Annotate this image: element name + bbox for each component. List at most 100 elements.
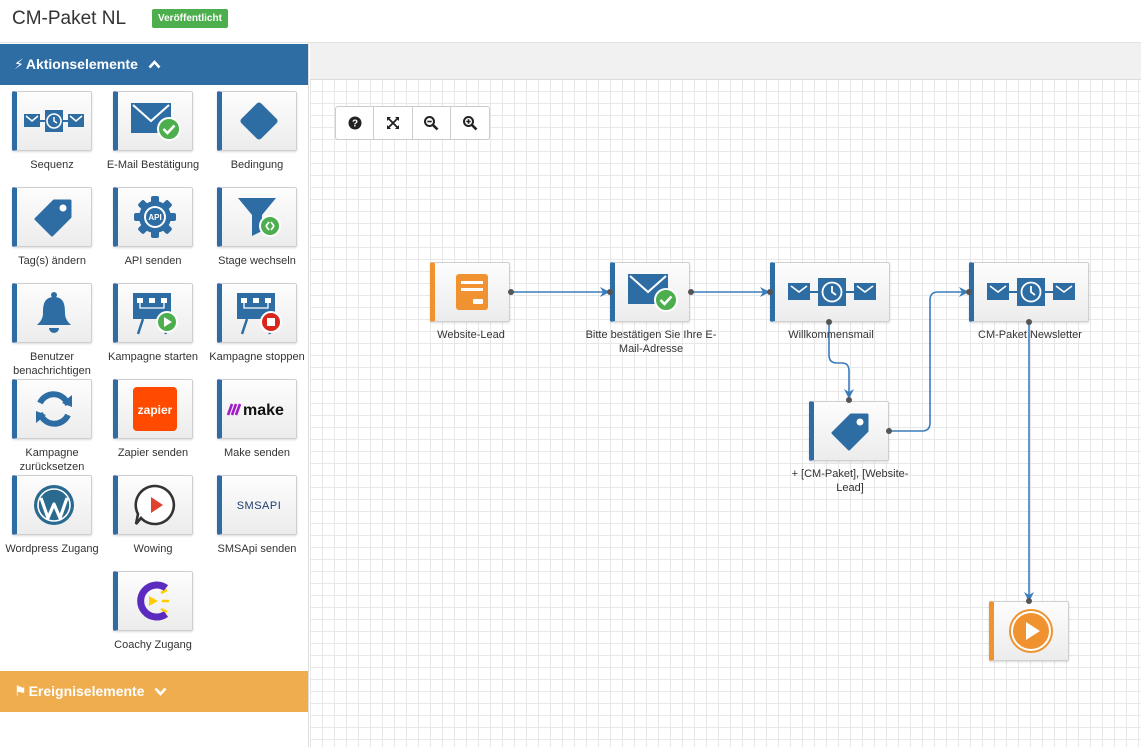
tile-label: Benutzer benachrichtigen xyxy=(13,351,91,377)
sequence-icon xyxy=(987,278,1075,306)
tile-box xyxy=(217,187,297,247)
refresh-icon xyxy=(36,391,72,427)
tile-box xyxy=(113,283,193,343)
tile-campaign-reset[interactable]: Kampagne zurücksetzen xyxy=(0,379,104,474)
tile-box: SMSAPI xyxy=(217,475,297,535)
zoom-in-icon xyxy=(462,116,478,131)
tile-box xyxy=(113,571,193,631)
node-label: CM-Paket Newsletter xyxy=(978,329,1082,341)
tile-email-confirm[interactable]: E-Mail Bestätigung xyxy=(101,91,205,172)
input-port[interactable] xyxy=(607,289,613,295)
tile-box: make xyxy=(217,379,297,439)
workflow-canvas[interactable]: ? xyxy=(310,43,1141,747)
tile-box xyxy=(217,91,297,151)
play-icon xyxy=(1009,609,1053,653)
canvas-header-bar xyxy=(310,43,1141,80)
sidebar: ⚡Aktionselemente Sequenz E-Mail Bestätig… xyxy=(0,43,309,747)
node-website-lead[interactable] xyxy=(430,262,510,322)
tile-wordpress[interactable]: Wordpress Zugang xyxy=(0,475,104,556)
input-port[interactable] xyxy=(767,289,773,295)
smsapi-logo: SMSAPI xyxy=(237,500,282,512)
tile-box xyxy=(12,91,92,151)
chevron-up-icon xyxy=(148,45,161,86)
api-gear-icon: API xyxy=(134,196,176,238)
wowing-logo xyxy=(134,484,176,526)
tile-box: zapier xyxy=(113,379,193,439)
diamond-icon xyxy=(240,102,278,140)
zoom-out-button[interactable] xyxy=(413,107,451,139)
fit-view-button[interactable] xyxy=(374,107,413,139)
zoom-in-button[interactable] xyxy=(451,107,489,139)
tile-stage[interactable]: Stage wechseln xyxy=(205,187,309,268)
output-port[interactable] xyxy=(508,289,514,295)
node-email-confirm[interactable] xyxy=(610,262,690,322)
tile-api[interactable]: API API senden xyxy=(101,187,205,268)
input-port[interactable] xyxy=(966,289,972,295)
tile-label: Stage wechseln xyxy=(218,255,296,267)
tile-label: Kampagne starten xyxy=(108,351,198,363)
help-button[interactable]: ? xyxy=(336,107,375,139)
sequence-icon xyxy=(788,278,876,306)
output-port[interactable] xyxy=(1026,319,1032,325)
tile-smsapi[interactable]: SMSAPI SMSApi senden xyxy=(205,475,309,556)
wordpress-logo xyxy=(34,485,74,525)
tile-label: Bedingung xyxy=(230,159,284,171)
svg-text:?: ? xyxy=(352,119,358,130)
event-panel-title: Ereigniselemente xyxy=(28,683,145,699)
wire-welcome-to-tags xyxy=(828,323,854,399)
event-panel-header[interactable]: ⚑Ereigniselemente xyxy=(0,671,308,712)
svg-text:API: API xyxy=(148,213,161,222)
tile-campaign-stop[interactable]: Kampagne stoppen xyxy=(205,283,309,364)
campaign-stop-icon xyxy=(237,293,282,335)
tile-sequence[interactable]: Sequenz xyxy=(0,91,104,172)
tile-label: Wowing xyxy=(133,543,173,555)
page-title: CM-Paket NL xyxy=(12,8,127,29)
tile-box xyxy=(12,187,92,247)
tile-box xyxy=(113,475,193,535)
node-newsletter[interactable] xyxy=(969,262,1089,322)
action-panel-header[interactable]: ⚡Aktionselemente xyxy=(0,44,308,85)
tile-make[interactable]: make Make senden xyxy=(205,379,309,460)
tile-label: Make senden xyxy=(223,447,291,459)
node-label: Website-Lead xyxy=(437,329,505,341)
node-label: + [CM-Paket], [Website-Lead] xyxy=(791,468,909,494)
node-start[interactable] xyxy=(989,601,1069,661)
coachy-logo xyxy=(137,581,169,621)
bolt-icon: ⚡ xyxy=(14,56,24,72)
tile-label: Sequenz xyxy=(30,159,74,171)
tile-zapier[interactable]: zapier Zapier senden xyxy=(101,379,205,460)
input-port[interactable] xyxy=(1026,598,1032,604)
node-welcome-mail[interactable] xyxy=(770,262,890,322)
form-icon xyxy=(456,274,488,310)
zapier-logo: zapier xyxy=(133,387,177,431)
output-port[interactable] xyxy=(826,319,832,325)
tile-condition[interactable]: Bedingung xyxy=(205,91,309,172)
flag-icon: ⚑ xyxy=(14,683,27,699)
chevron-down-icon xyxy=(154,672,167,713)
tile-label: E-Mail Bestätigung xyxy=(106,159,200,171)
make-logo: make xyxy=(226,402,284,419)
expand-icon xyxy=(386,117,399,129)
input-port[interactable] xyxy=(846,397,852,403)
smsapi-logo-text: SMSAPI xyxy=(237,500,282,512)
campaign-start-icon xyxy=(133,293,178,335)
tile-tags[interactable]: Tag(s) ändern xyxy=(0,187,104,268)
tag-icon xyxy=(34,199,72,237)
tile-box xyxy=(12,283,92,343)
output-port[interactable] xyxy=(886,428,892,434)
tile-coachy[interactable]: Coachy Zugang xyxy=(101,571,205,652)
tile-campaign-start[interactable]: Kampagne starten xyxy=(101,283,205,364)
tile-notify[interactable]: Benutzer benachrichtigen xyxy=(0,283,104,378)
node-tags[interactable] xyxy=(809,401,889,461)
funnel-icon xyxy=(238,198,281,237)
tile-wowing[interactable]: Wowing xyxy=(101,475,205,556)
output-port[interactable] xyxy=(688,289,694,295)
action-panel-title: Aktionselemente xyxy=(25,56,138,72)
tile-label: Coachy Zugang xyxy=(114,639,192,651)
bell-icon xyxy=(37,292,71,333)
tile-box xyxy=(217,283,297,343)
tile-label: Zapier senden xyxy=(117,447,189,459)
zoom-out-icon xyxy=(424,116,439,131)
tile-box xyxy=(113,91,193,151)
tag-icon xyxy=(831,413,869,451)
